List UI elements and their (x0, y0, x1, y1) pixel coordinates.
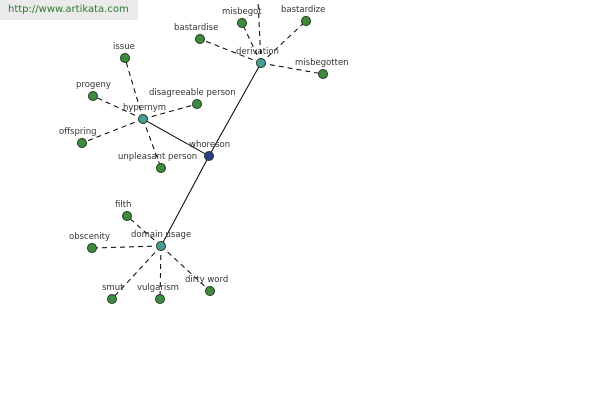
edge-whoreson-derivation (208, 62, 262, 157)
hub-node-derivation[interactable]: derivation (236, 47, 279, 68)
edge-derivation-offscreen (257, 0, 262, 64)
node-label-offspring: offspring (59, 127, 97, 137)
edge-hypernym-offspring (81, 118, 144, 144)
node-label-misbegot: misbegot (222, 7, 262, 17)
node-label-whoreson: whoreson (189, 140, 230, 150)
node-dot-domain-usage[interactable] (156, 241, 166, 251)
leaf-node-issue[interactable]: issue (113, 42, 135, 63)
edge-whoreson-domain-usage (160, 155, 210, 247)
hub-node-domain-usage[interactable]: domain usage (131, 230, 191, 251)
leaf-node-unpleasant-person[interactable]: unpleasant person (118, 152, 197, 173)
node-dot-unpleasant-person[interactable] (156, 163, 166, 173)
leaf-node-progeny[interactable]: progeny (76, 80, 111, 101)
edge-derivation-bastardize (260, 20, 307, 64)
node-dot-derivation[interactable] (256, 58, 266, 68)
node-dot-disagreeable-person[interactable] (192, 99, 202, 109)
node-dot-filth[interactable] (122, 211, 132, 221)
leaf-node-bastardize[interactable]: bastardize (281, 5, 325, 26)
edge-hypernym-progeny (92, 95, 144, 120)
hub-node-hypernym[interactable]: hypernym (123, 103, 166, 124)
node-label-unpleasant-person: unpleasant person (118, 152, 197, 162)
edge-hypernym-issue (124, 57, 144, 120)
leaf-node-dirty-word[interactable]: dirty word (185, 275, 228, 296)
node-dot-misbegot[interactable] (237, 18, 247, 28)
site-banner: http://www.artikata.com (0, 0, 138, 20)
node-dot-issue[interactable] (120, 53, 130, 63)
node-label-hypernym: hypernym (123, 103, 166, 113)
edge-derivation-misbegot (241, 22, 262, 64)
node-dot-offspring[interactable] (77, 138, 87, 148)
node-dot-hypernym[interactable] (138, 114, 148, 124)
node-dot-obscenity[interactable] (87, 243, 97, 253)
edge-domain-usage-obscenity (91, 245, 162, 249)
node-label-derivation: derivation (236, 47, 279, 57)
leaf-node-vulgarism[interactable]: vulgarism (137, 283, 179, 304)
leaf-node-obscenity[interactable]: obscenity (69, 232, 110, 253)
node-dot-smut[interactable] (107, 294, 117, 304)
node-label-progeny: progeny (76, 80, 111, 90)
edge-derivation-bastardise (199, 38, 262, 64)
edge-hypernym-disagreeable-person (142, 103, 198, 120)
node-label-filth: filth (115, 200, 131, 210)
leaf-node-smut[interactable]: smut (102, 283, 124, 304)
center-node-whoreson[interactable]: whoreson (189, 140, 230, 161)
edge-derivation-misbegotten (260, 62, 324, 75)
node-dot-dirty-word[interactable] (205, 286, 215, 296)
leaf-node-offspring[interactable]: offspring (59, 127, 97, 148)
node-label-domain-usage: domain usage (131, 230, 191, 240)
node-label-obscenity: obscenity (69, 232, 110, 242)
node-label-smut: smut (102, 283, 124, 293)
edge-domain-usage-filth (126, 215, 162, 247)
nodes: issue progeny disagreeable person offspring… (59, 5, 349, 304)
node-label-issue: issue (113, 42, 135, 52)
node-dot-bastardize[interactable] (301, 16, 311, 26)
node-dot-misbegotten[interactable] (318, 69, 328, 79)
node-label-misbegotten: misbegotten (295, 58, 349, 68)
edge-domain-usage-smut (111, 245, 162, 300)
site-link[interactable]: http://www.artikata.com (8, 4, 129, 15)
node-label-dirty-word: dirty word (185, 275, 228, 285)
node-label-vulgarism: vulgarism (137, 283, 179, 293)
node-label-bastardise: bastardise (174, 23, 218, 33)
node-dot-progeny[interactable] (88, 91, 98, 101)
edges (81, 0, 324, 300)
node-dot-vulgarism[interactable] (155, 294, 165, 304)
leaf-node-bastardise[interactable]: bastardise (174, 23, 218, 44)
node-dot-whoreson[interactable] (204, 151, 214, 161)
edge-domain-usage-dirty-word (160, 245, 211, 292)
node-label-bastardize: bastardize (281, 5, 325, 15)
node-label-disagreeable-person: disagreeable person (149, 88, 236, 98)
leaf-node-misbegot[interactable]: misbegot (222, 7, 262, 28)
edge-whoreson-hypernym (142, 118, 210, 157)
node-dot-bastardise[interactable] (195, 34, 205, 44)
leaf-node-disagreeable-person[interactable]: disagreeable person (149, 88, 236, 109)
leaf-node-filth[interactable]: filth (115, 200, 132, 221)
leaf-node-misbegotten[interactable]: misbegotten (295, 58, 349, 79)
